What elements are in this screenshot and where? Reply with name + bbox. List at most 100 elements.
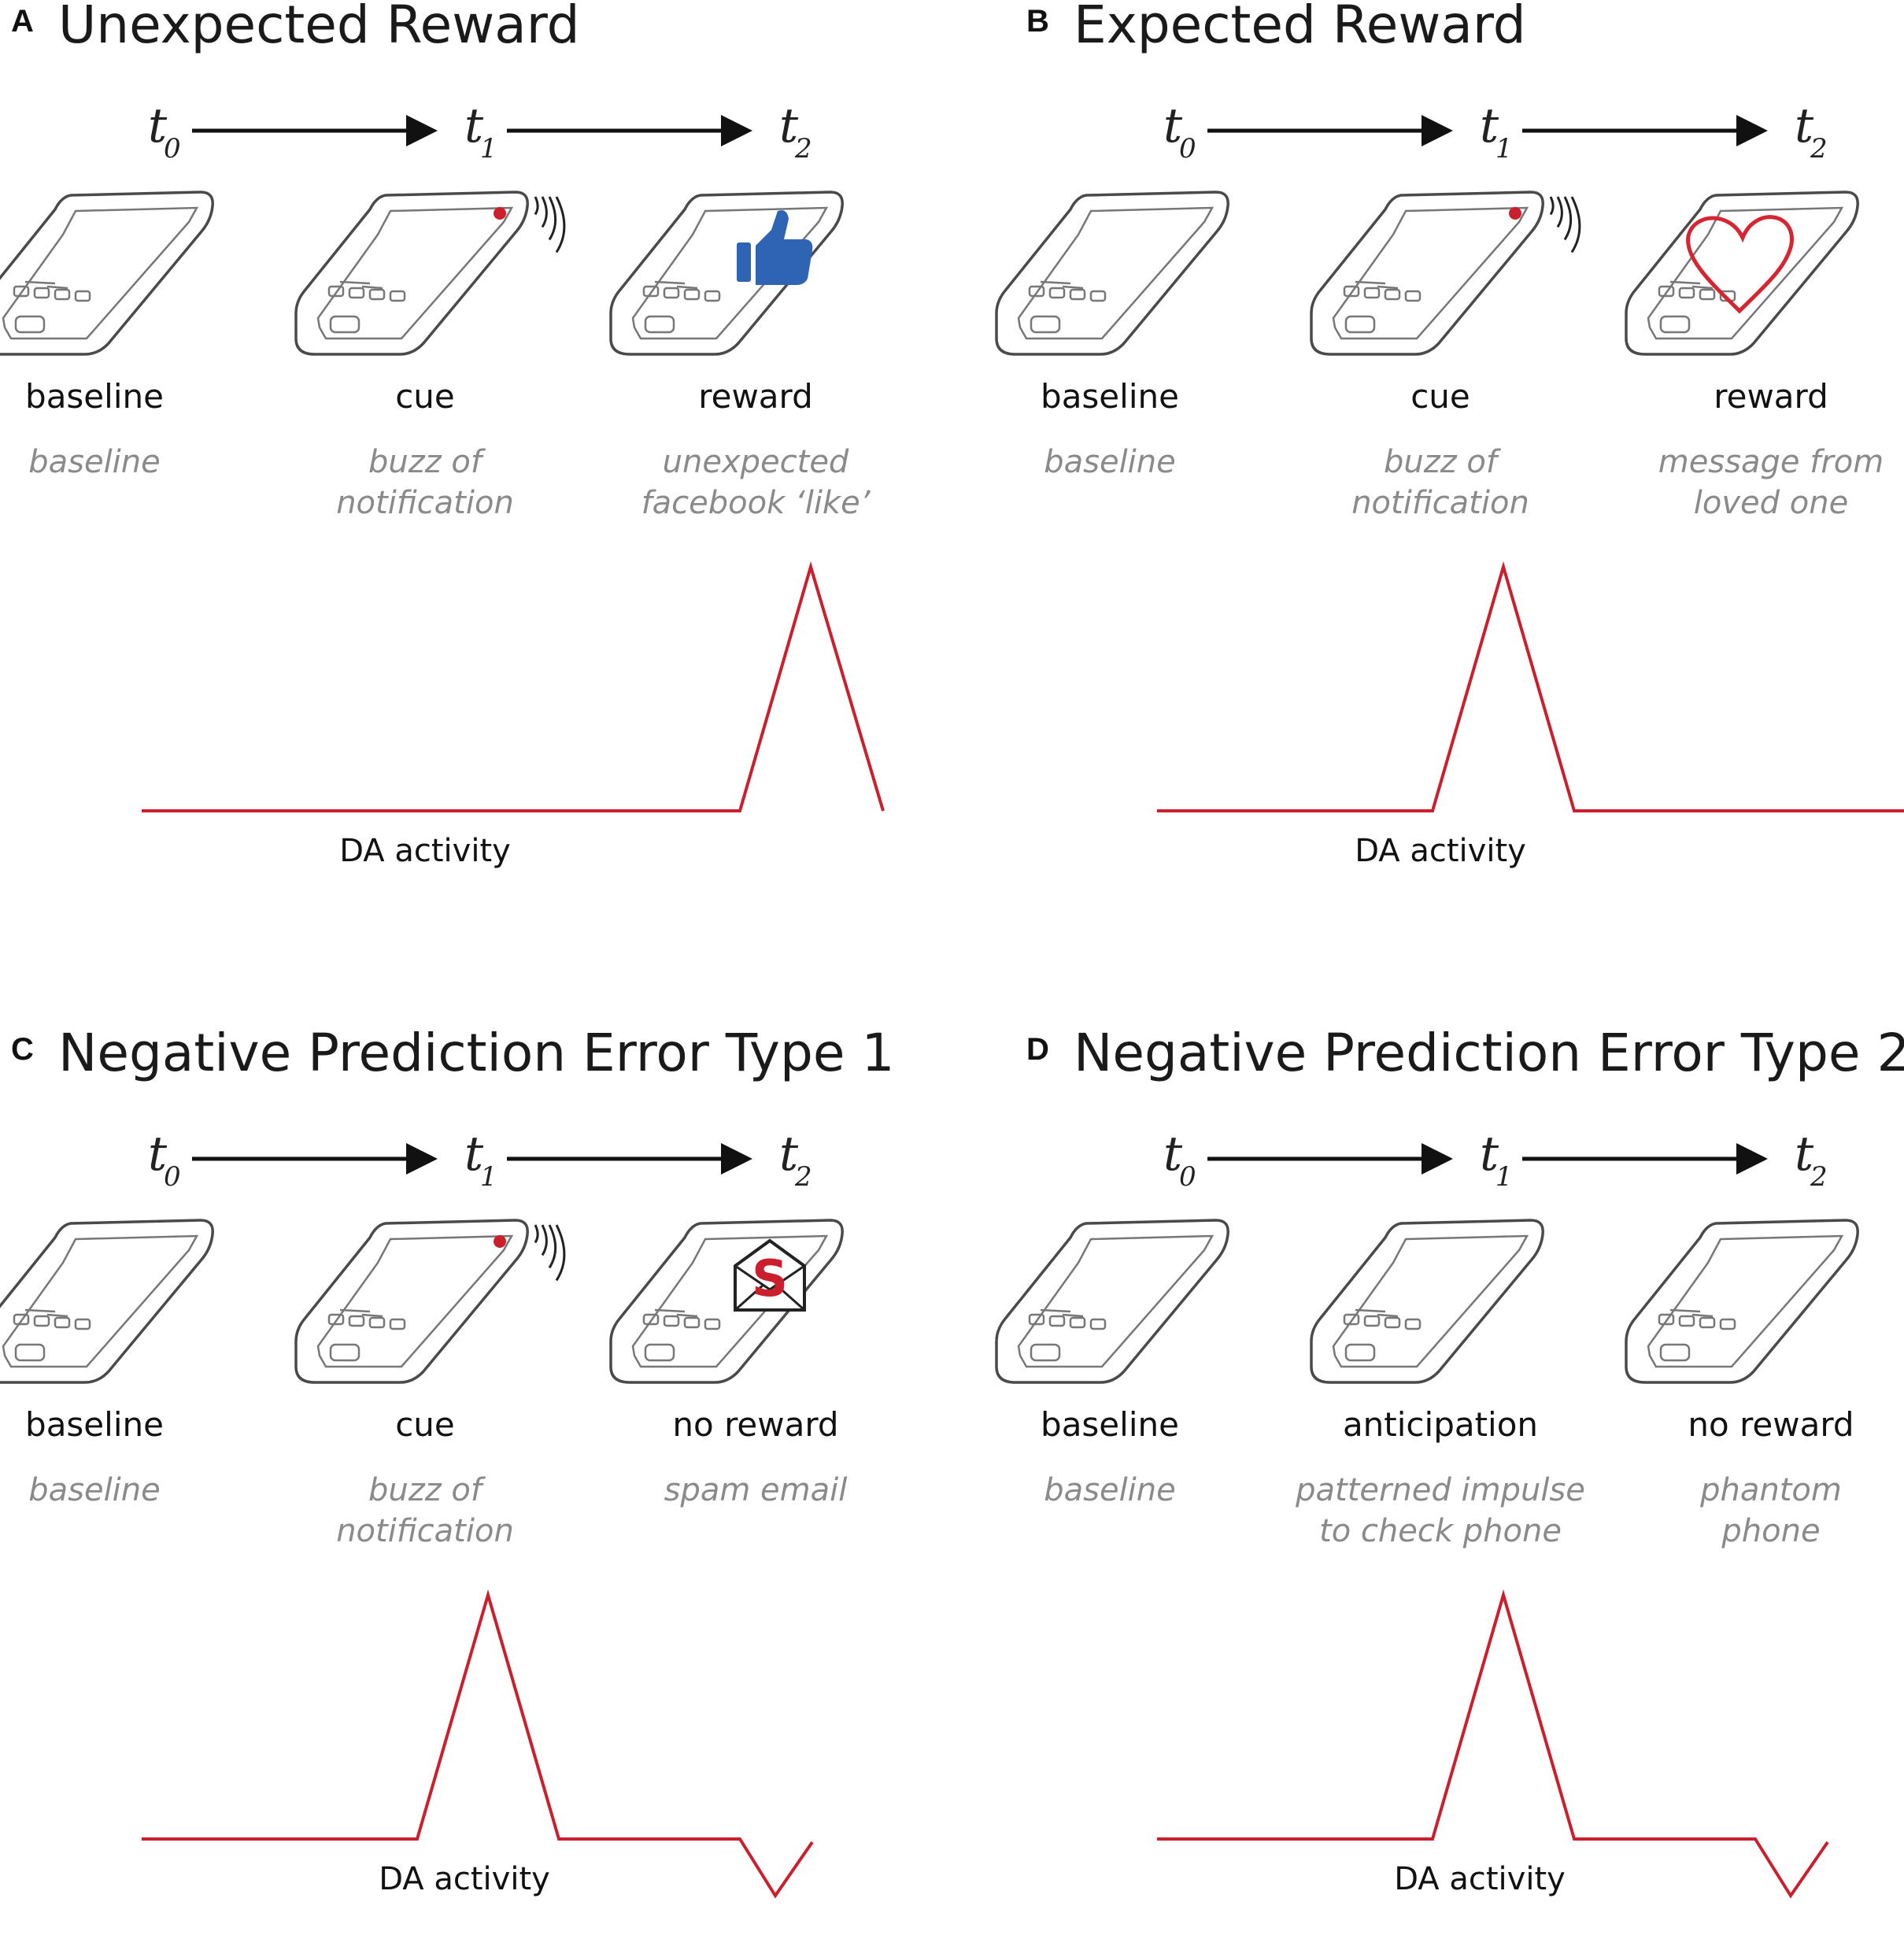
stage-label: no reward: [1688, 1405, 1854, 1444]
stage-description: baseline: [1044, 1472, 1176, 1508]
panel-letter: C: [11, 1032, 34, 1067]
stage-2: cue buzz of notification: [1310, 191, 1581, 521]
time-label-t2: t2: [1795, 98, 1828, 165]
phone-icon: [294, 191, 529, 356]
da-activity-trace: [142, 1589, 814, 1899]
panel-title: Negative Prediction Error Type 2: [1074, 1023, 1904, 1083]
time-subscript: 1: [1495, 1161, 1513, 1193]
notification-dot: [494, 1235, 506, 1248]
stage-description: phantom: [1699, 1472, 1842, 1508]
stage-label: cue: [395, 377, 455, 416]
time-label-t0: t0: [1163, 98, 1196, 165]
da-activity-label: DA activity: [339, 833, 511, 869]
time-subscript: 2: [1810, 1161, 1828, 1193]
phone-icon: [1625, 191, 1859, 356]
panel-letter: A: [11, 4, 34, 39]
phone-icon: [294, 1219, 529, 1384]
stage-description: notification: [1351, 485, 1529, 521]
time-symbol: t: [464, 1127, 484, 1182]
stage-2: cue buzz of notification: [294, 1219, 566, 1549]
time-label-t2: t2: [1795, 1127, 1828, 1193]
time-subscript: 0: [1179, 133, 1196, 165]
da-activity-trace: [1157, 561, 1904, 812]
stage-description: baseline: [28, 1472, 161, 1508]
stage-description: loved one: [1694, 485, 1848, 521]
panel-title: Unexpected Reward: [58, 0, 580, 55]
stage-description: message from: [1658, 444, 1884, 480]
stage-description: patterned impulse: [1295, 1472, 1585, 1508]
phone-icon: [0, 191, 214, 356]
notification-dot: [494, 207, 506, 220]
da-activity-label: DA activity: [1355, 833, 1526, 869]
vibration-icon: [534, 196, 566, 253]
time-symbol: t: [779, 98, 799, 154]
time-symbol: t: [148, 98, 168, 154]
phone-icon: [0, 1219, 214, 1384]
time-label-t0: t0: [1163, 1127, 1196, 1193]
time-symbol: t: [464, 98, 484, 154]
stage-label: baseline: [1041, 1405, 1179, 1444]
stage-label: no reward: [672, 1405, 838, 1444]
vibration-icon: [1549, 196, 1581, 253]
time-label-t1: t1: [464, 98, 497, 165]
time-subscript: 1: [480, 1161, 497, 1193]
time-subscript: 2: [794, 1161, 812, 1193]
da-activity-trace: [1157, 1589, 1829, 1899]
stage-label: baseline: [25, 1405, 164, 1444]
stage-label: anticipation: [1343, 1405, 1538, 1444]
da-activity-trace: [142, 561, 885, 812]
time-symbol: t: [1163, 1127, 1183, 1182]
stage-label: baseline: [1041, 377, 1179, 416]
stage-description: notification: [336, 485, 514, 521]
time-label-t1: t1: [1480, 98, 1513, 165]
phone-icon: [1310, 1219, 1544, 1384]
time-subscript: 1: [1495, 133, 1513, 165]
time-subscript: 1: [480, 133, 497, 165]
heart-icon: [1686, 215, 1794, 314]
stage-1: baseline baseline: [0, 1219, 214, 1508]
stage-description: baseline: [1044, 444, 1176, 480]
stage-description: buzz of: [368, 1472, 486, 1508]
time-label-t0: t0: [148, 1127, 181, 1193]
spam-s-glyph: S: [752, 1250, 788, 1308]
stage-label: reward: [698, 377, 812, 416]
thumbs-up-icon: [737, 210, 813, 285]
time-subscript: 0: [164, 133, 181, 165]
stage-label: cue: [395, 1405, 455, 1444]
time-label-t2: t2: [779, 98, 812, 165]
phone-icon: [609, 1219, 844, 1384]
phone-icon: [995, 1219, 1229, 1384]
da-activity-label: DA activity: [379, 1861, 550, 1897]
stage-description: spam email: [664, 1472, 848, 1508]
panel-title: Expected Reward: [1074, 0, 1526, 55]
stage-description: buzz of: [368, 444, 486, 480]
panel-letter: B: [1026, 4, 1049, 39]
phone-icon: [1625, 1219, 1859, 1384]
stage-1: baseline baseline: [995, 1219, 1229, 1508]
panel-title: Negative Prediction Error Type 1: [58, 1023, 894, 1083]
time-subscript: 2: [794, 133, 812, 165]
stage-label: cue: [1410, 377, 1470, 416]
stage-label: baseline: [25, 377, 164, 416]
time-symbol: t: [148, 1127, 168, 1182]
time-subscript: 0: [164, 1161, 181, 1193]
time-symbol: t: [1795, 98, 1814, 154]
stage-description: buzz of: [1384, 444, 1502, 480]
time-symbol: t: [1795, 1127, 1814, 1182]
spam-envelope-icon: S: [734, 1238, 806, 1312]
notification-dot: [1509, 207, 1521, 220]
stage-description: notification: [336, 1513, 514, 1549]
stage-description: phone: [1721, 1513, 1820, 1549]
stage-description: facebook ‘like’: [641, 485, 871, 521]
stage-3: no reward phantom phone: [1625, 1219, 1859, 1549]
da-activity-label: DA activity: [1394, 1861, 1566, 1897]
